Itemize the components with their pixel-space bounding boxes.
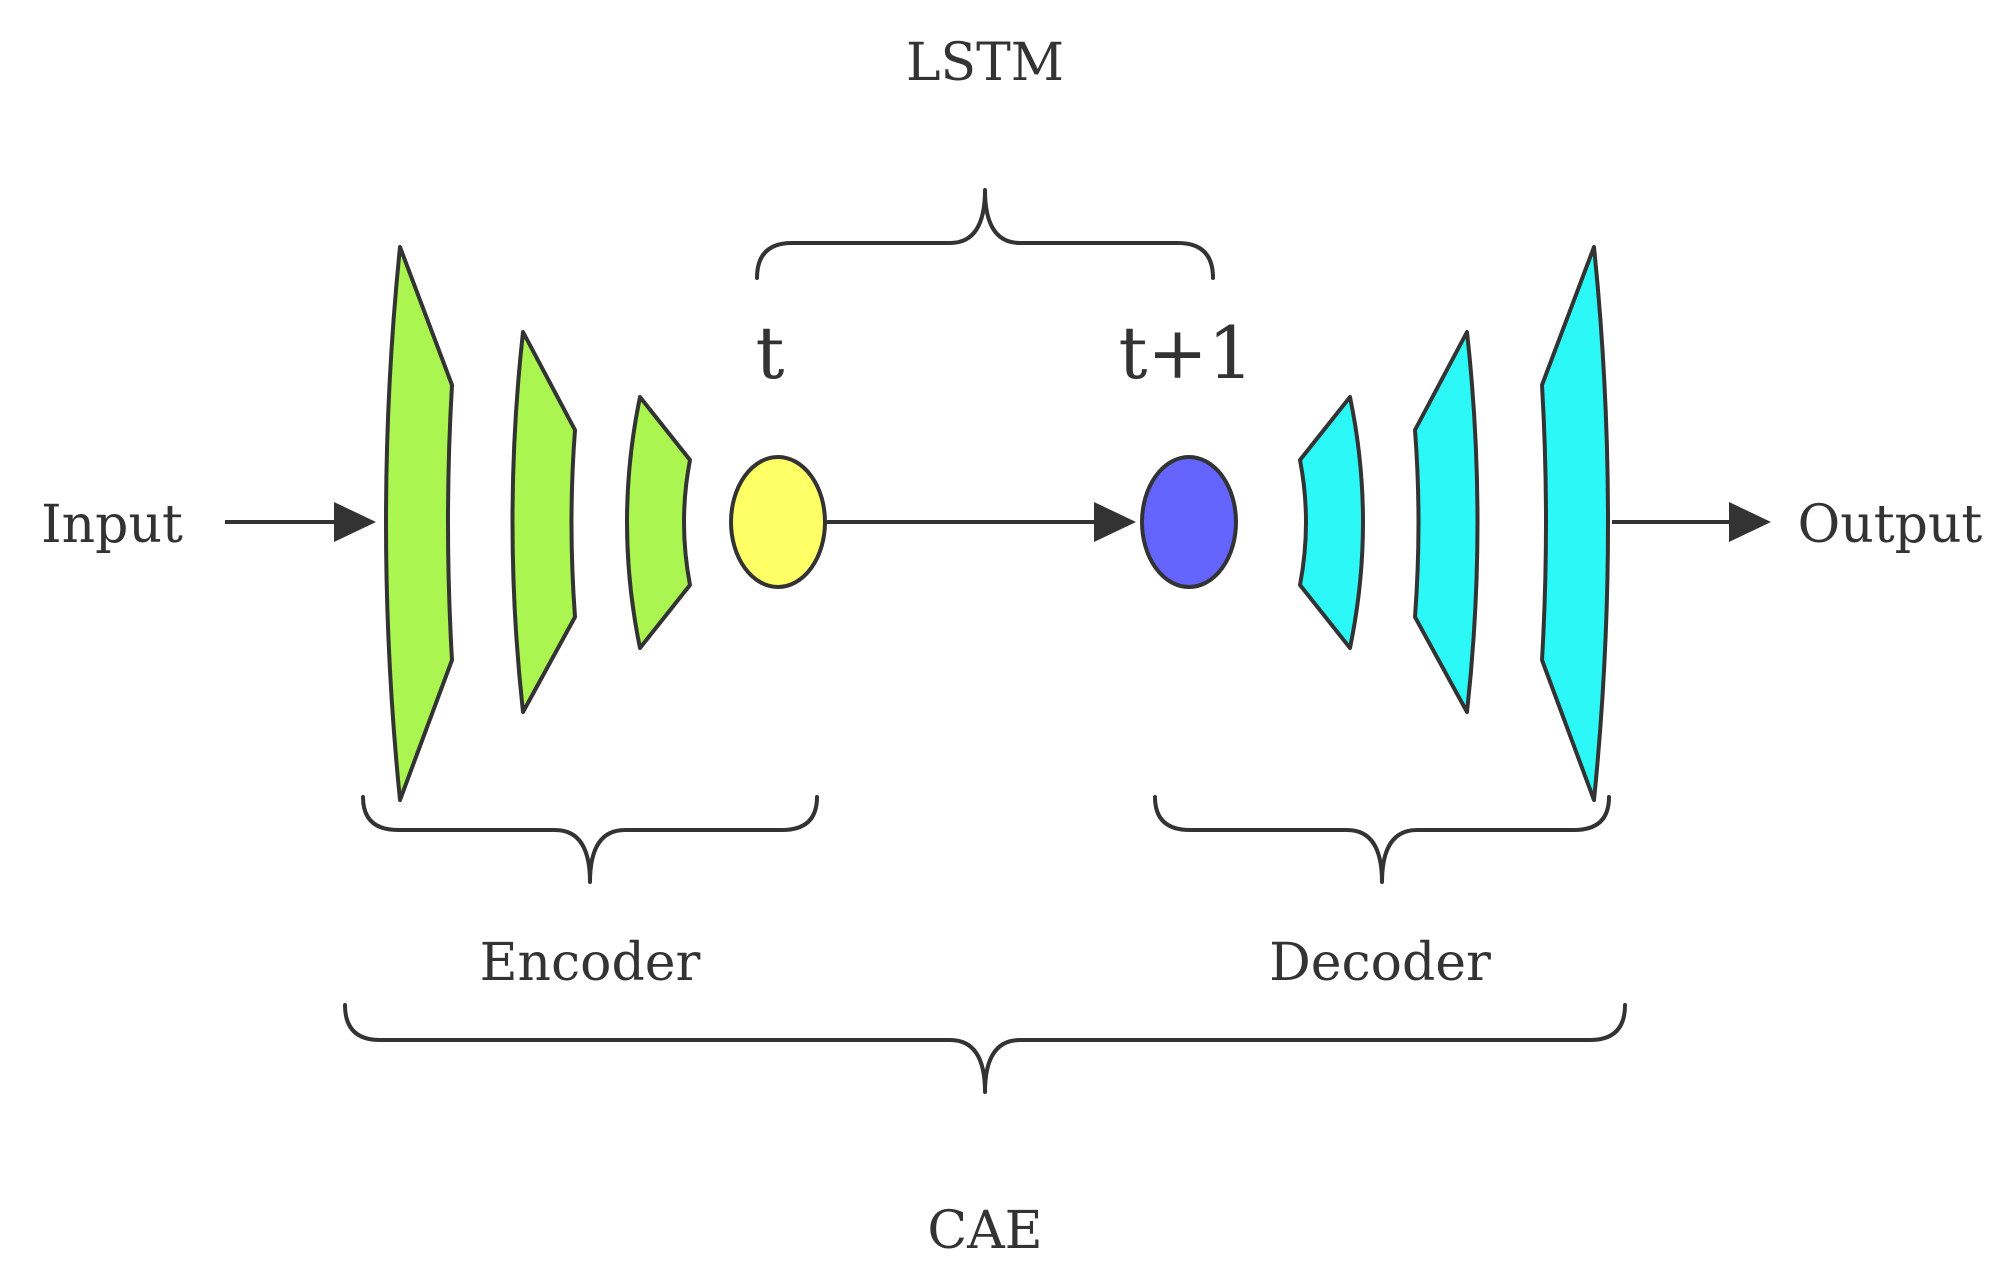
- decoder-layer-2: [1413, 330, 1480, 714]
- encoder-layer-3: [625, 395, 692, 650]
- output-label: Output: [1798, 495, 1983, 555]
- lstm-brace: [755, 188, 1215, 280]
- decoder-layer-1: [1298, 395, 1365, 650]
- lstm-transition-arrow-head: [1094, 502, 1136, 542]
- time-t-plus-1-label: t+1: [1118, 311, 1253, 395]
- state-t-plus-1-node: [1140, 455, 1238, 589]
- state-t-node: [729, 455, 827, 589]
- time-t-label: t: [756, 311, 785, 395]
- cae-brace: [343, 1003, 1627, 1094]
- encoder-layer-2: [510, 330, 577, 714]
- cae-label: CAE: [927, 1201, 1042, 1261]
- encoder-label: Encoder: [480, 933, 701, 993]
- decoder-label: Decoder: [1269, 933, 1491, 993]
- decoder-layer-3: [1540, 245, 1610, 802]
- output-arrow-head: [1729, 502, 1771, 542]
- input-label: Input: [41, 495, 183, 555]
- encoder-brace: [361, 795, 819, 884]
- lstm-label: LSTM: [906, 33, 1064, 93]
- input-arrow-head: [334, 502, 376, 542]
- encoder-layer-1: [384, 245, 454, 802]
- decoder-brace: [1153, 795, 1611, 884]
